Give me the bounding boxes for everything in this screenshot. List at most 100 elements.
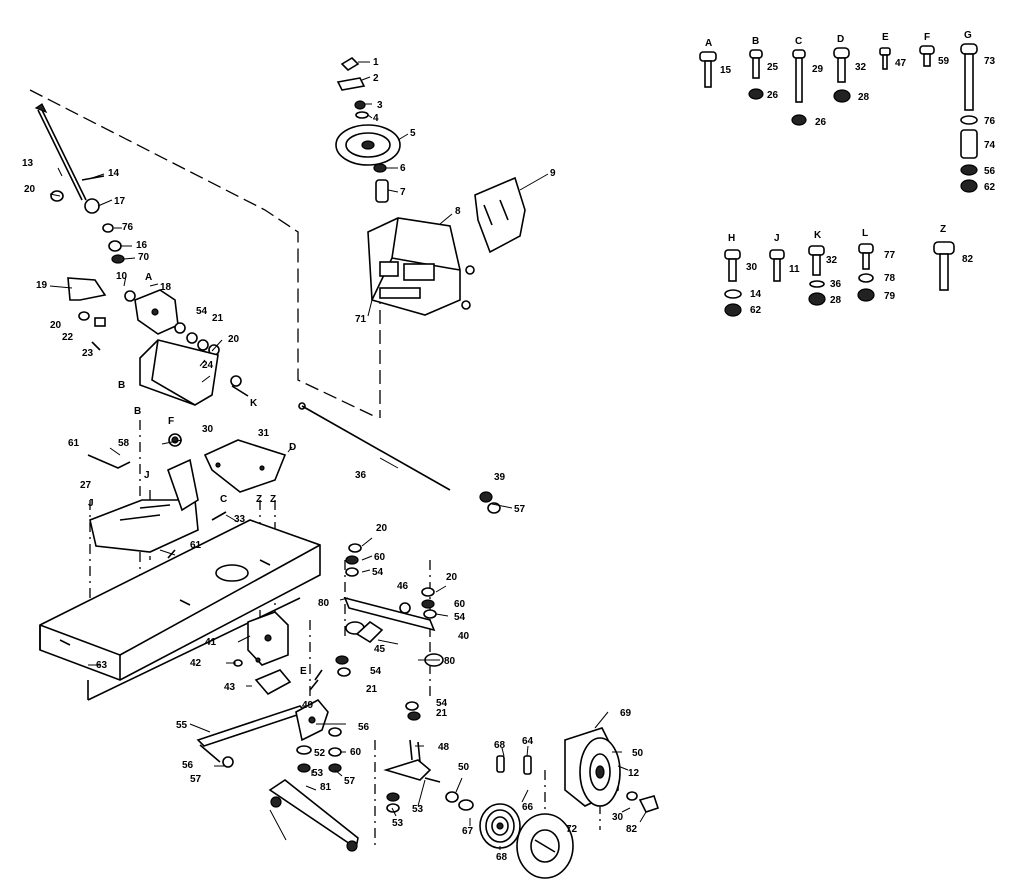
callout: 67	[462, 826, 474, 837]
part-number: 29	[812, 64, 824, 75]
part-number: 62	[984, 182, 996, 193]
bolt-head	[769, 249, 785, 260]
callout: F	[168, 416, 174, 427]
callout: 80	[318, 598, 330, 609]
part-number: 73	[984, 56, 996, 67]
hardware-a: A 15	[699, 38, 732, 88]
floor-plates	[87, 433, 287, 559]
collar	[355, 620, 384, 644]
washer	[960, 164, 978, 176]
hardware-f: F 59	[919, 32, 950, 67]
steering-rod	[37, 109, 83, 201]
callout: 54	[436, 698, 448, 709]
callout: 46	[397, 581, 409, 592]
nut	[354, 100, 366, 110]
callout: 57	[190, 774, 202, 785]
nut	[960, 179, 978, 193]
callout: 69	[620, 708, 632, 719]
part-number: 77	[884, 250, 896, 261]
callout: 60	[350, 747, 362, 758]
callout: 33	[234, 514, 246, 525]
callout: J	[144, 470, 150, 481]
callout: 50	[632, 748, 644, 759]
part-number: 26	[767, 90, 779, 101]
bolt-head	[858, 243, 874, 254]
part-number: 32	[855, 62, 867, 73]
washer	[102, 223, 114, 233]
callout: 53	[412, 804, 424, 815]
part-number: 76	[984, 116, 996, 127]
part-number: 79	[884, 291, 896, 302]
bolt-shank	[795, 57, 803, 103]
part-number: 14	[750, 289, 762, 300]
bolt-head	[699, 51, 717, 62]
callout: 54	[196, 306, 208, 317]
part-number: 11	[789, 264, 800, 275]
callout: 22	[62, 332, 74, 343]
part-number: 25	[767, 62, 779, 73]
washer	[809, 280, 825, 288]
bolt-shank	[728, 258, 737, 282]
callout: K	[250, 398, 258, 409]
callout: 2	[373, 73, 379, 84]
washer	[78, 311, 90, 321]
callout: 21	[212, 313, 224, 324]
callout: 43	[224, 682, 236, 693]
rod-tip	[34, 103, 48, 114]
bushing	[375, 179, 389, 203]
leader-lines	[49, 61, 647, 850]
bearing	[108, 240, 122, 252]
hardware-letter: A	[705, 38, 712, 49]
callout: 66	[522, 802, 534, 813]
callout: 30	[202, 424, 214, 435]
bolt-head	[724, 249, 741, 260]
bolt-shank	[812, 254, 821, 276]
washer	[724, 289, 742, 299]
hardware-letter: C	[795, 36, 802, 47]
callout: 21	[436, 708, 448, 719]
linkage-lever-assembly	[196, 698, 441, 852]
hardware-letter: L	[862, 228, 868, 239]
callout: E	[300, 666, 307, 677]
support-bracket	[67, 277, 107, 301]
callout: 64	[522, 736, 534, 747]
part-number: 78	[884, 273, 896, 284]
nut	[479, 491, 493, 503]
spacer	[960, 129, 978, 159]
callout: 54	[454, 612, 466, 623]
callout: 53	[312, 768, 324, 779]
callout: 54	[370, 666, 382, 677]
part-number: 28	[830, 295, 842, 306]
callout: 31	[258, 428, 270, 439]
panel-opening	[403, 263, 435, 281]
callout: 60	[454, 599, 466, 610]
bolt-shank	[837, 57, 846, 83]
callout: 68	[496, 852, 508, 863]
hardware-l: L 77 78 79	[857, 228, 896, 302]
callout: 56	[358, 722, 370, 733]
hardware-letter: B	[752, 36, 759, 47]
nut	[857, 288, 875, 302]
callout: 10	[116, 271, 128, 282]
bolt-head	[792, 49, 806, 59]
bolt-shank	[773, 258, 781, 282]
callout: B	[118, 380, 125, 391]
hardware-letter: J	[774, 233, 780, 244]
callout: 53	[392, 818, 404, 829]
callout: 24	[202, 360, 214, 371]
hardware-letter: Z	[940, 224, 946, 235]
nut	[791, 114, 807, 126]
callout: 21	[366, 684, 378, 695]
callout: 19	[36, 280, 48, 291]
washer	[355, 111, 369, 119]
callout: Z	[270, 494, 276, 505]
nut	[50, 190, 64, 202]
callout: 7	[400, 187, 406, 198]
hardware-b: B 25 26	[748, 36, 779, 101]
callout: 76	[122, 222, 134, 233]
callout: D	[289, 442, 296, 453]
bushing	[222, 756, 234, 768]
pivot-bracket	[233, 611, 292, 696]
callout: 56	[182, 760, 194, 771]
callout: 61	[68, 438, 80, 449]
